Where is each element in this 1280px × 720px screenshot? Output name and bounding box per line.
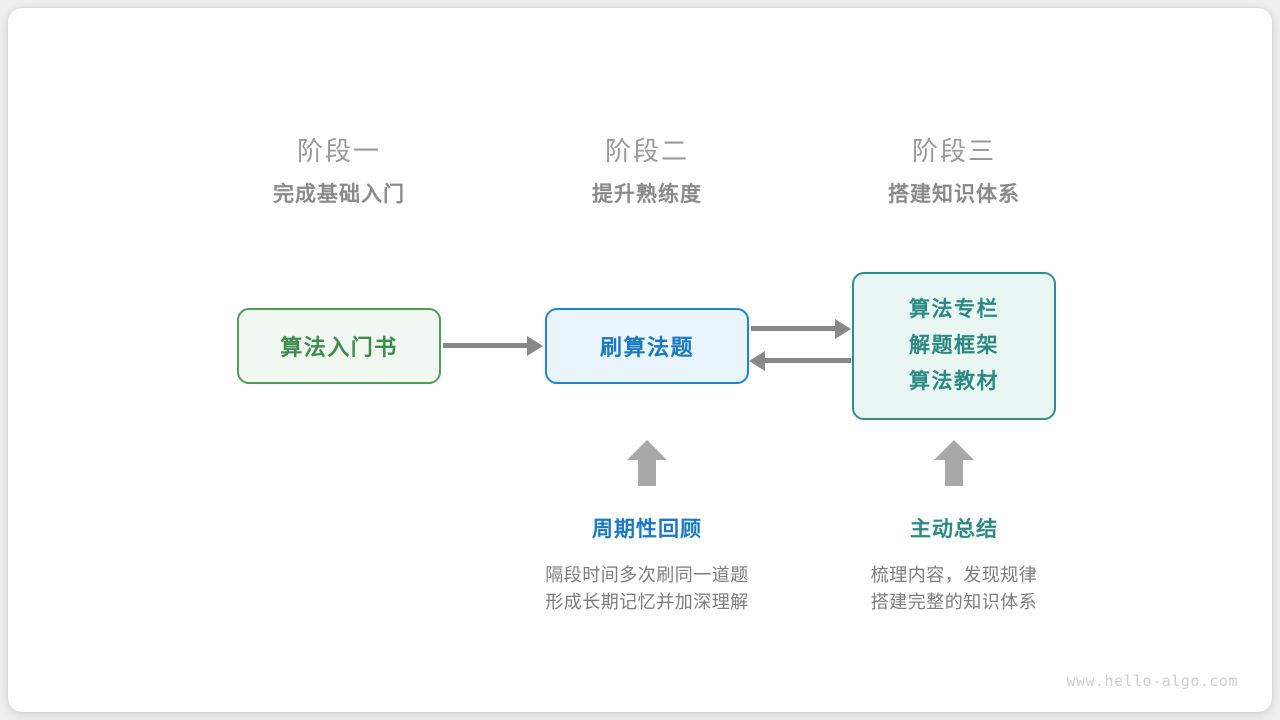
stage-number-1: 阶段一 [296,136,381,166]
annotation-description: 隔段时间多次刷同一道题 形成长期记忆并加深理解 [487,562,807,616]
node-algorithm-intro-book[interactable]: 算法入门书 [237,308,441,384]
annotation-desc-line-2: 搭建完整的知识体系 [870,592,1038,612]
arrow-resources-to-practice-head-icon [749,350,765,371]
stage-name-1: 完成基础入门 [273,183,405,206]
stage-number-2: 阶段二 [604,136,689,166]
node-label-2: 解题框架 [909,334,999,357]
stage-heading-3: 阶段三 搭建知识体系 [804,134,1104,210]
arrow-resources-to-practice-shaft [765,358,851,363]
node-label: 刷算法题 [599,335,694,360]
annotation-active-summary: 主动总结 梳理内容，发现规律 搭建完整的知识体系 [794,516,1114,616]
annotation-title: 周期性回顾 [592,518,702,541]
arrow-review-up-icon [627,440,667,486]
watermark-url: www.hello-algo.com [1066,672,1238,690]
stage-name-3: 搭建知识体系 [888,183,1020,206]
annotation-desc-line-2: 形成长期记忆并加深理解 [545,592,749,612]
stage-heading-2: 阶段二 提升熟练度 [497,134,797,210]
arrow-summary-up-icon [934,440,974,486]
arrow-book-to-practice-shaft [443,343,529,348]
diagram-canvas: 阶段一 完成基础入门 阶段二 提升熟练度 阶段三 搭建知识体系 算法入门书 刷算… [8,8,1272,712]
node-label-1: 算法专栏 [909,298,999,321]
arrow-book-to-practice-head-icon [527,335,543,356]
arrow-practice-to-resources-head-icon [835,318,851,339]
node-practice-problems[interactable]: 刷算法题 [545,308,749,384]
node-label-3: 算法教材 [909,370,999,393]
annotation-periodic-review: 周期性回顾 隔段时间多次刷同一道题 形成长期记忆并加深理解 [487,516,807,616]
stage-name-2: 提升熟练度 [592,183,702,206]
annotation-title: 主动总结 [910,518,998,541]
annotation-desc-line-1: 梳理内容，发现规律 [870,565,1038,585]
annotation-description: 梳理内容，发现规律 搭建完整的知识体系 [794,562,1114,616]
arrow-practice-to-resources-shaft [751,326,837,331]
node-learning-resources[interactable]: 算法专栏 解题框架 算法教材 [852,272,1056,420]
node-label: 算法入门书 [280,335,398,360]
stage-heading-1: 阶段一 完成基础入门 [189,134,489,210]
annotation-desc-line-1: 隔段时间多次刷同一道题 [545,565,749,585]
stage-number-3: 阶段三 [911,136,996,166]
